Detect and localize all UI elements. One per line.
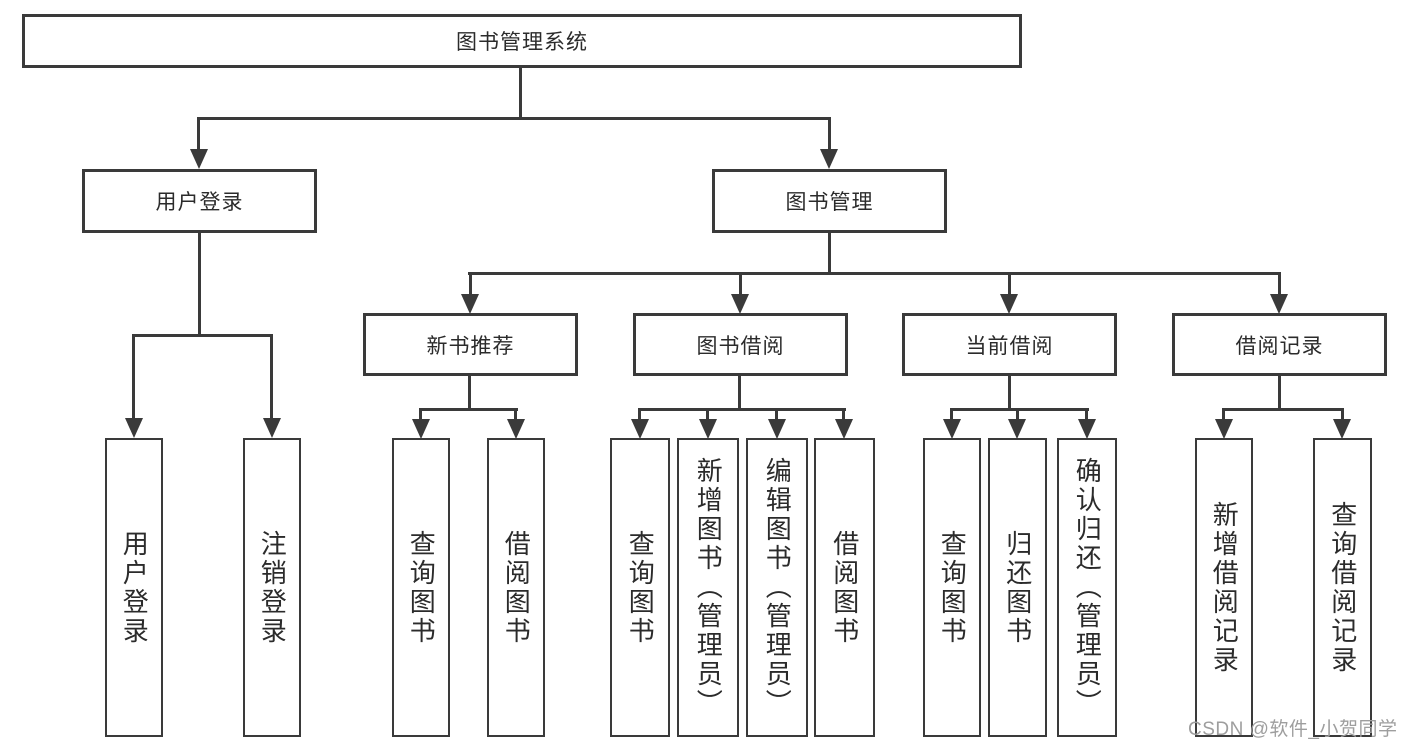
node-new-book-recommend: 新书推荐	[363, 313, 578, 376]
connector-currentborrow-stem-3	[1085, 410, 1088, 421]
node-user-login: 用户登录	[82, 169, 317, 233]
connector-bookborrow-vline	[738, 376, 741, 410]
connector-records-stem-2	[1341, 410, 1344, 421]
connector-bookmgmt-vline	[828, 233, 831, 274]
arrow-down-icon	[835, 419, 853, 439]
connector-currentborrow-hline	[950, 408, 1089, 411]
leaf-label: 注销登录	[257, 529, 288, 646]
leaf-query-books-current: 查询图书	[923, 438, 981, 737]
leaf-borrow-books-newbook: 借阅图书	[487, 438, 545, 737]
arrow-down-icon	[1270, 294, 1288, 314]
leaf-label: 查询图书	[625, 529, 656, 646]
leaf-label: 确认归还（管理员）	[1072, 457, 1103, 718]
connector-records-stem-1	[1222, 410, 1225, 421]
leaf-edit-books-admin: 编辑图书（管理员）	[746, 438, 808, 737]
connector-bookborrow-stem-4	[842, 410, 845, 421]
watermark: CSDN @软件_小贺同学	[1188, 719, 1398, 740]
leaf-add-books-admin: 新增图书（管理员）	[677, 438, 739, 737]
connector-root-stem-right	[828, 120, 831, 152]
connector-userlogin-stem-right	[270, 336, 273, 421]
leaf-label: 编辑图书（管理员）	[762, 457, 793, 718]
node-root: 图书管理系统	[22, 14, 1022, 68]
connector-bookmgmt-stem-1	[469, 274, 472, 297]
node-book-borrowing: 图书借阅	[633, 313, 848, 376]
connector-records-vline	[1278, 376, 1281, 410]
connector-root-vline	[519, 68, 522, 119]
connector-bookborrow-stem-1	[638, 410, 641, 421]
connector-newbook-stem-1	[419, 410, 422, 421]
node-borrowing-records: 借阅记录	[1172, 313, 1387, 376]
connector-root-stem-left	[197, 120, 200, 152]
arrow-down-icon	[731, 294, 749, 314]
arrow-down-icon	[699, 419, 717, 439]
arrow-down-icon	[412, 419, 430, 439]
arrow-down-icon	[190, 149, 208, 169]
arrow-down-icon	[263, 418, 281, 438]
arrow-down-icon	[631, 419, 649, 439]
connector-newbook-hline	[419, 408, 518, 411]
leaf-label: 查询图书	[937, 529, 968, 646]
arrow-down-icon	[507, 419, 525, 439]
leaf-label: 查询图书	[406, 529, 437, 646]
connector-userlogin-stem-left	[132, 336, 135, 421]
arrow-down-icon	[1078, 419, 1096, 439]
connector-bookborrow-stem-3	[775, 410, 778, 421]
leaf-query-borrow-record: 查询借阅记录	[1313, 438, 1372, 737]
leaf-return-books: 归还图书	[988, 438, 1047, 737]
connector-bookmgmt-stem-3	[1008, 274, 1011, 297]
leaf-user-login: 用户登录	[105, 438, 163, 737]
arrow-down-icon	[125, 418, 143, 438]
leaf-query-books-newbook: 查询图书	[392, 438, 450, 737]
connector-newbook-vline	[468, 376, 471, 410]
arrow-down-icon	[820, 149, 838, 169]
connector-currentborrow-stem-1	[950, 410, 953, 421]
leaf-label: 用户登录	[119, 529, 150, 646]
leaf-logout: 注销登录	[243, 438, 301, 737]
arrow-down-icon	[943, 419, 961, 439]
leaf-label: 借阅图书	[501, 529, 532, 646]
connector-userlogin-vline	[198, 233, 201, 337]
connector-newbook-stem-2	[514, 410, 517, 421]
arrow-down-icon	[1008, 419, 1026, 439]
leaf-label: 新增借阅记录	[1209, 500, 1240, 675]
leaf-query-books-borrowing: 查询图书	[610, 438, 670, 737]
connector-currentborrow-vline	[1008, 376, 1011, 410]
leaf-label: 新增图书（管理员）	[693, 457, 724, 718]
connector-bookmgmt-hline	[468, 272, 1281, 275]
connector-root-hline	[197, 117, 831, 120]
leaf-label: 借阅图书	[829, 529, 860, 646]
connector-bookborrow-stem-2	[706, 410, 709, 421]
leaf-confirm-return-admin: 确认归还（管理员）	[1057, 438, 1117, 737]
leaf-add-borrow-record: 新增借阅记录	[1195, 438, 1253, 737]
node-book-management: 图书管理	[712, 169, 947, 233]
leaf-label: 归还图书	[1002, 529, 1033, 646]
arrow-down-icon	[1000, 294, 1018, 314]
connector-records-hline	[1222, 408, 1344, 411]
connector-currentborrow-stem-2	[1016, 410, 1019, 421]
leaf-borrow-books-borrowing: 借阅图书	[814, 438, 875, 737]
leaf-label: 查询借阅记录	[1327, 500, 1358, 675]
node-current-borrowing: 当前借阅	[902, 313, 1117, 376]
connector-bookborrow-hline	[638, 408, 846, 411]
arrow-down-icon	[768, 419, 786, 439]
arrow-down-icon	[461, 294, 479, 314]
arrow-down-icon	[1333, 419, 1351, 439]
connector-userlogin-hline	[132, 334, 273, 337]
arrow-down-icon	[1215, 419, 1233, 439]
connector-bookmgmt-stem-2	[739, 274, 742, 297]
connector-bookmgmt-stem-4	[1278, 274, 1281, 297]
